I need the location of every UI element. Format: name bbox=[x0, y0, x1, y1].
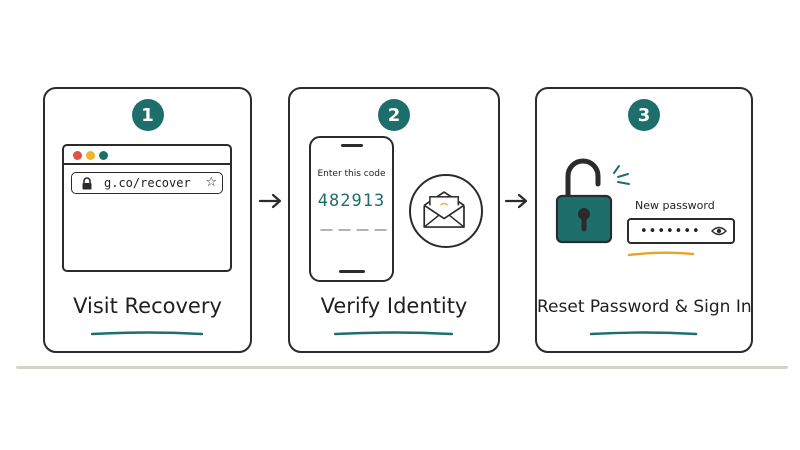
step-card-visit-recovery: 1 g.co/recover ☆ Visit Recovery bbox=[43, 87, 252, 353]
unlocked-padlock-icon bbox=[555, 158, 613, 244]
code-input-dashes bbox=[320, 229, 387, 231]
email-badge: @ bbox=[409, 174, 483, 248]
title-underline bbox=[589, 331, 698, 336]
code-prompt: Enter this code bbox=[317, 169, 386, 179]
window-close-dot bbox=[73, 151, 82, 160]
step-title: Verify Identity bbox=[320, 294, 468, 318]
password-field-label: New password bbox=[635, 199, 715, 212]
step-card-verify-identity: 2 Enter this code 482913 @ Verify Identi… bbox=[288, 87, 500, 353]
new-password-field: ••••••• bbox=[627, 218, 735, 244]
browser-title-bar bbox=[64, 146, 230, 165]
ground-line bbox=[16, 366, 788, 369]
step-number-badge: 3 bbox=[628, 99, 660, 131]
lock-icon bbox=[82, 177, 92, 190]
arrow-right-icon bbox=[504, 193, 528, 209]
title-underline bbox=[90, 331, 204, 336]
browser-window-illustration: g.co/recover ☆ bbox=[62, 144, 232, 272]
step-title: Reset Password & Sign In bbox=[537, 297, 752, 317]
window-minimize-dot bbox=[86, 151, 95, 160]
phone-illustration: Enter this code 482913 bbox=[309, 136, 394, 282]
verification-code: 482913 bbox=[317, 191, 386, 211]
step-number-badge: 2 bbox=[378, 99, 410, 131]
arrow-right-icon bbox=[258, 193, 282, 209]
step-card-reset-password: 3 New password ••••••• Reset Password & … bbox=[535, 87, 753, 353]
eye-icon bbox=[711, 226, 727, 236]
masked-password: ••••••• bbox=[640, 224, 701, 239]
step-number-badge: 1 bbox=[131, 99, 164, 131]
phone-home-bar bbox=[338, 270, 365, 273]
window-maximize-dot bbox=[99, 151, 108, 160]
envelope-icon: @ bbox=[423, 191, 465, 228]
url-text: g.co/recover bbox=[104, 176, 191, 190]
address-bar: g.co/recover ☆ bbox=[71, 172, 223, 194]
step-title: Visit Recovery bbox=[73, 294, 222, 318]
title-underline bbox=[333, 331, 454, 336]
phone-speaker bbox=[340, 144, 363, 147]
password-accent-underline bbox=[627, 251, 695, 257]
unlock-sparkle-icon bbox=[613, 165, 630, 185]
star-icon: ☆ bbox=[205, 175, 217, 190]
